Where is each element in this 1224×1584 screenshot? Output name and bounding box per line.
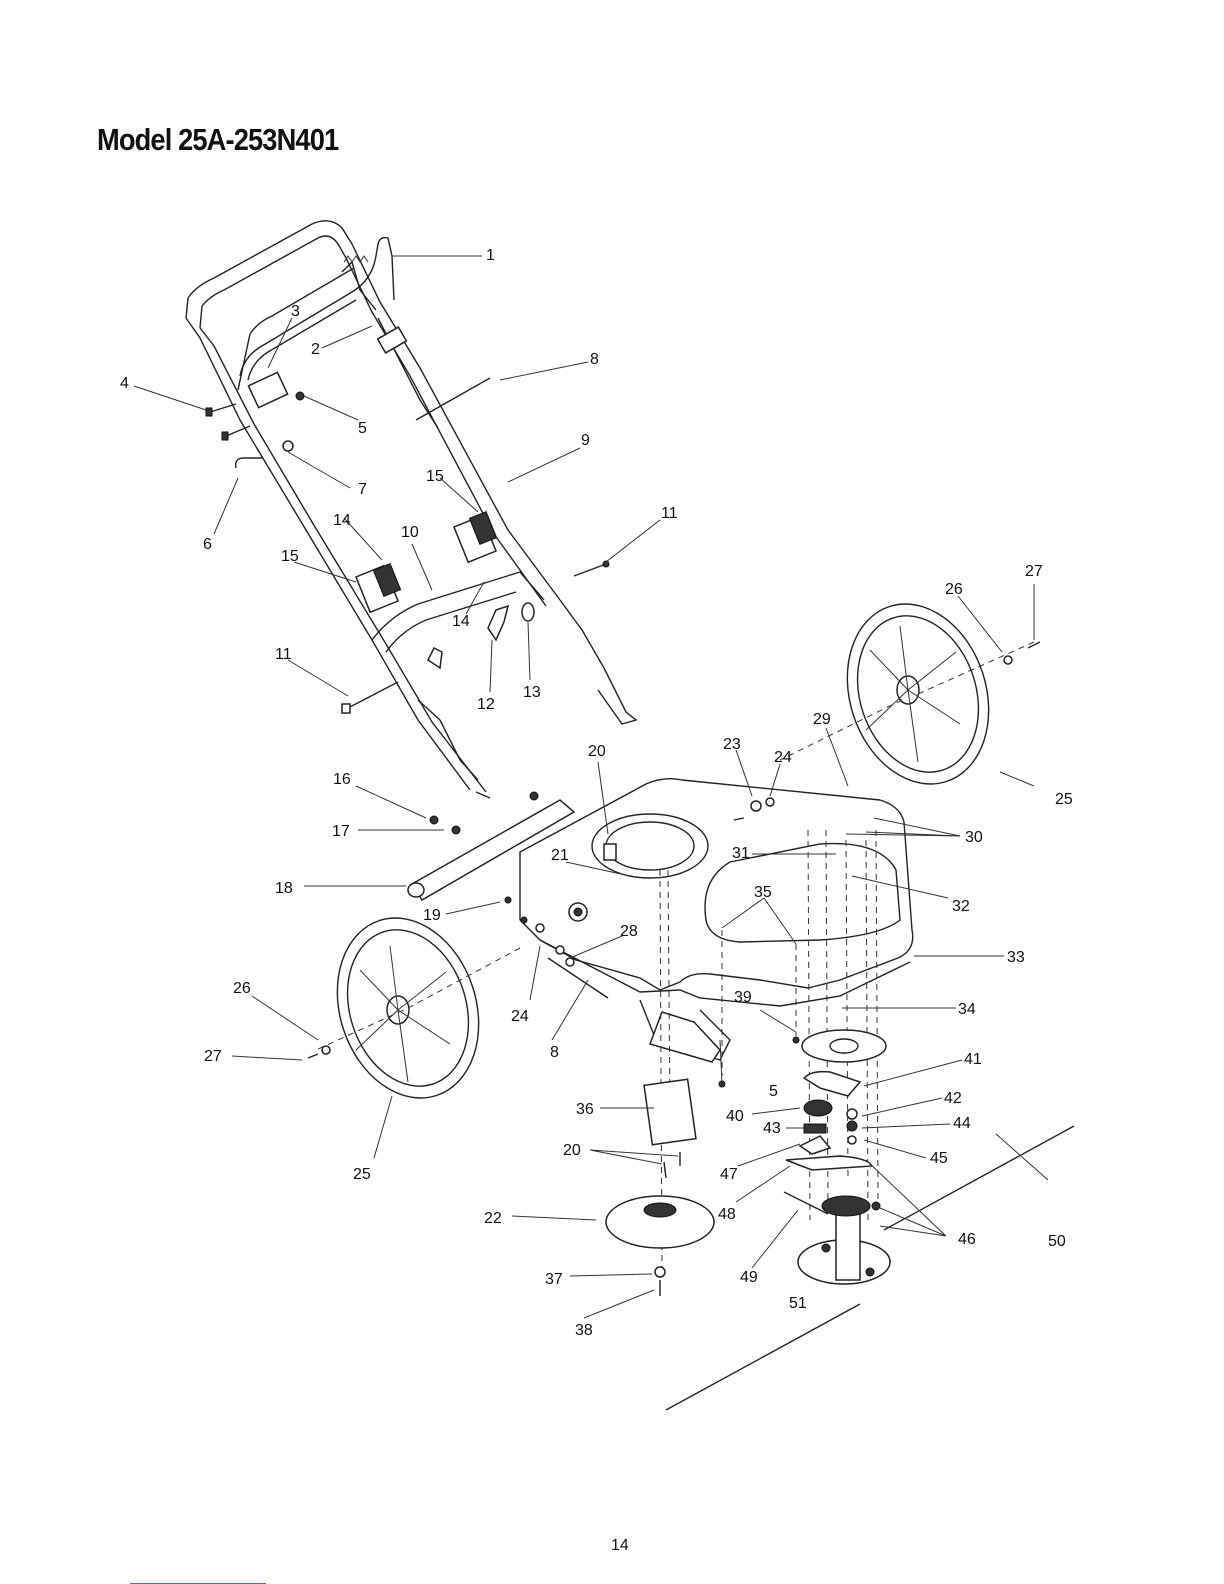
callout-label: 32 [952, 898, 970, 915]
callout-label: 5 [358, 420, 367, 437]
upper-handle [186, 221, 636, 798]
callout-label: 33 [1007, 949, 1025, 966]
callout-label: 22 [484, 1210, 502, 1227]
callout-label: 31 [732, 845, 750, 862]
callout-label: 14 [333, 512, 351, 529]
callout-label: 51 [789, 1295, 807, 1312]
callout-label: 11 [275, 646, 292, 663]
callout-label: 24 [774, 749, 792, 766]
callout-label: 49 [740, 1269, 758, 1286]
callout-label: 26 [233, 980, 251, 997]
callout-label: 34 [958, 1001, 976, 1018]
callout-label: 1 [486, 247, 495, 264]
wheel-left [315, 899, 501, 1116]
wheel-right [825, 585, 1011, 802]
callout-label: 5 [769, 1083, 778, 1100]
leader-lines [134, 256, 1048, 1318]
callout-label: 27 [204, 1048, 222, 1065]
upper-hardware [206, 372, 490, 468]
callout-label: 8 [550, 1044, 559, 1061]
callout-label: 30 [965, 829, 983, 846]
callout-labels: 1 2 3 4 5 5 6 7 8 8 9 10 11 11 12 13 14 … [120, 247, 1073, 1339]
callout-label: 20 [563, 1142, 581, 1159]
callout-label: 2 [311, 341, 320, 358]
callout-label: 21 [551, 847, 569, 864]
callout-label: 43 [763, 1120, 781, 1137]
callout-label: 3 [291, 303, 300, 320]
callout-label: 41 [964, 1051, 982, 1068]
callout-label: 15 [281, 548, 299, 565]
callout-label: 9 [581, 432, 590, 449]
callout-label: 15 [426, 468, 444, 485]
callout-label: 42 [944, 1090, 962, 1107]
callout-label: 35 [754, 884, 772, 901]
callout-label: 8 [590, 351, 599, 368]
callout-label: 44 [953, 1115, 971, 1132]
callout-label: 14 [452, 613, 470, 630]
callout-label: 36 [576, 1101, 594, 1118]
callout-label: 39 [734, 989, 752, 1006]
callout-label: 4 [120, 375, 129, 392]
callout-label: 27 [1025, 563, 1043, 580]
callout-label: 19 [423, 907, 441, 924]
callout-label: 29 [813, 711, 831, 728]
cutting-deck-plate [719, 1030, 886, 1087]
callout-label: 16 [333, 771, 351, 788]
callout-label: 47 [720, 1166, 738, 1183]
callout-label: 48 [718, 1206, 736, 1223]
callout-label: 23 [723, 736, 741, 753]
callout-label: 45 [930, 1150, 948, 1167]
callout-label: 11 [661, 505, 678, 522]
callout-label: 24 [511, 1008, 529, 1025]
callout-label: 12 [477, 696, 495, 713]
callout-label: 46 [958, 1231, 976, 1248]
callout-label: 6 [203, 536, 212, 553]
callout-label: 25 [353, 1166, 371, 1183]
callout-label: 38 [575, 1322, 593, 1339]
deflector-shield [408, 792, 574, 900]
blade-spindle-parts [644, 1072, 872, 1178]
callout-label: 37 [545, 1271, 563, 1288]
callout-label: 10 [401, 524, 419, 541]
callout-label: 28 [620, 923, 638, 940]
callout-label: 17 [332, 823, 350, 840]
callout-label: 26 [945, 581, 963, 598]
callout-label: 40 [726, 1108, 744, 1125]
callout-label: 20 [588, 743, 606, 760]
callout-label: 50 [1048, 1233, 1066, 1250]
callout-label: 7 [358, 481, 367, 498]
page-number: 14 [611, 1537, 629, 1555]
callout-label: 25 [1055, 791, 1073, 808]
callout-label: 13 [523, 684, 541, 701]
callout-label: 18 [275, 880, 293, 897]
